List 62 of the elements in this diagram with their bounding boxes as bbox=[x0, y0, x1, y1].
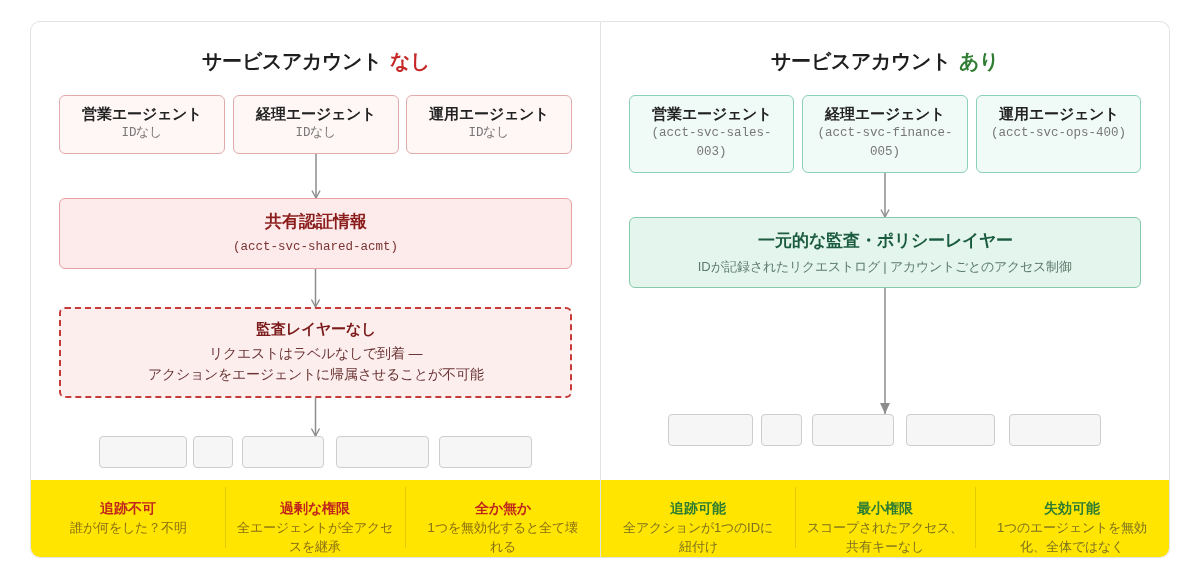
agent-name: 経理エージェント bbox=[823, 104, 946, 124]
blank-box bbox=[906, 414, 995, 446]
panel bbox=[30, 21, 601, 558]
blank-box bbox=[99, 436, 187, 468]
agent-id: IDなし bbox=[467, 125, 511, 142]
summary-title: 全か無か bbox=[473, 499, 532, 518]
status-word: あり bbox=[959, 50, 999, 72]
agent-name: 運用エージェント bbox=[428, 104, 550, 124]
agent-id: IDなし bbox=[120, 125, 164, 142]
summary-band bbox=[31, 480, 600, 557]
agent-box bbox=[629, 95, 794, 173]
box-text: リクエストはラベルなしで到着 — アクションをエージェントに帰属させることが不可能 bbox=[146, 344, 485, 384]
agent-id: IDなし bbox=[294, 125, 338, 142]
arrow bbox=[880, 172, 890, 218]
agent-name: 経理エージェント bbox=[254, 104, 377, 124]
blank-box bbox=[193, 436, 233, 468]
summary-band bbox=[601, 480, 1169, 557]
summary-text: スコープされたアクセス、共有キーなし bbox=[806, 519, 964, 556]
arrow bbox=[311, 268, 320, 308]
summary-title: 失効可能 bbox=[1043, 499, 1101, 518]
summary-title: 過剰な権限 bbox=[279, 499, 351, 518]
dashed-box bbox=[59, 307, 572, 398]
box-title: 共有認証情報 bbox=[263, 211, 368, 233]
blank-box bbox=[668, 414, 753, 446]
panel-title: サービスアカウント bbox=[201, 50, 382, 72]
panel-title: サービスアカウント bbox=[771, 50, 951, 72]
arrow bbox=[880, 287, 890, 415]
agent-box bbox=[233, 95, 399, 154]
layer-box bbox=[629, 217, 1141, 288]
credential-box bbox=[59, 198, 572, 269]
summary-title: 追跡可能 bbox=[669, 499, 727, 518]
agent-name: 営業エージェント bbox=[81, 104, 203, 124]
blank-box bbox=[439, 436, 532, 468]
agent-id: (acct-svc-sales-003) bbox=[650, 125, 773, 161]
account-id: (acct-svc-shared-acmt) bbox=[232, 239, 399, 256]
agent-box bbox=[976, 95, 1141, 173]
agent-name: 運用エージェント bbox=[997, 104, 1120, 124]
blank-box bbox=[242, 436, 324, 468]
blank-box bbox=[1009, 414, 1101, 446]
box-title: 監査レイヤーなし bbox=[254, 319, 377, 339]
summary-title: 最小権限 bbox=[856, 499, 914, 518]
blank-box bbox=[336, 436, 429, 468]
agent-id: (acct-svc-ops-400) bbox=[990, 125, 1127, 142]
summary-text: 誰が何をした？不明 bbox=[68, 519, 188, 537]
blank-box bbox=[812, 414, 894, 446]
box-title: 一元的な監査・ポリシーレイヤー bbox=[756, 230, 1014, 252]
agent-name: 営業エージェント bbox=[650, 104, 773, 124]
status-word: なし bbox=[389, 50, 430, 72]
box-text: IDが記録されたリクエストログ | アカウントごとのアクセス制御 bbox=[696, 258, 1074, 276]
agent-box bbox=[406, 95, 572, 154]
panel bbox=[601, 21, 1170, 558]
summary-text: 全アクションが1つのIDに紐付け bbox=[621, 519, 775, 556]
arrow bbox=[311, 397, 320, 437]
arrow bbox=[311, 153, 321, 199]
summary-title: 追跡不可 bbox=[99, 499, 157, 518]
agent-box bbox=[802, 95, 968, 173]
blank-box bbox=[761, 414, 802, 446]
agent-id: (acct-svc-finance-005) bbox=[816, 125, 954, 161]
summary-text: 1つを無効化すると全て壊れる bbox=[426, 519, 579, 556]
summary-text: 1つのエージェントを無効化、全体ではなく bbox=[995, 519, 1149, 556]
agent-box bbox=[59, 95, 225, 154]
summary-text: 全エージェントが全アクセスを継承 bbox=[236, 519, 394, 556]
